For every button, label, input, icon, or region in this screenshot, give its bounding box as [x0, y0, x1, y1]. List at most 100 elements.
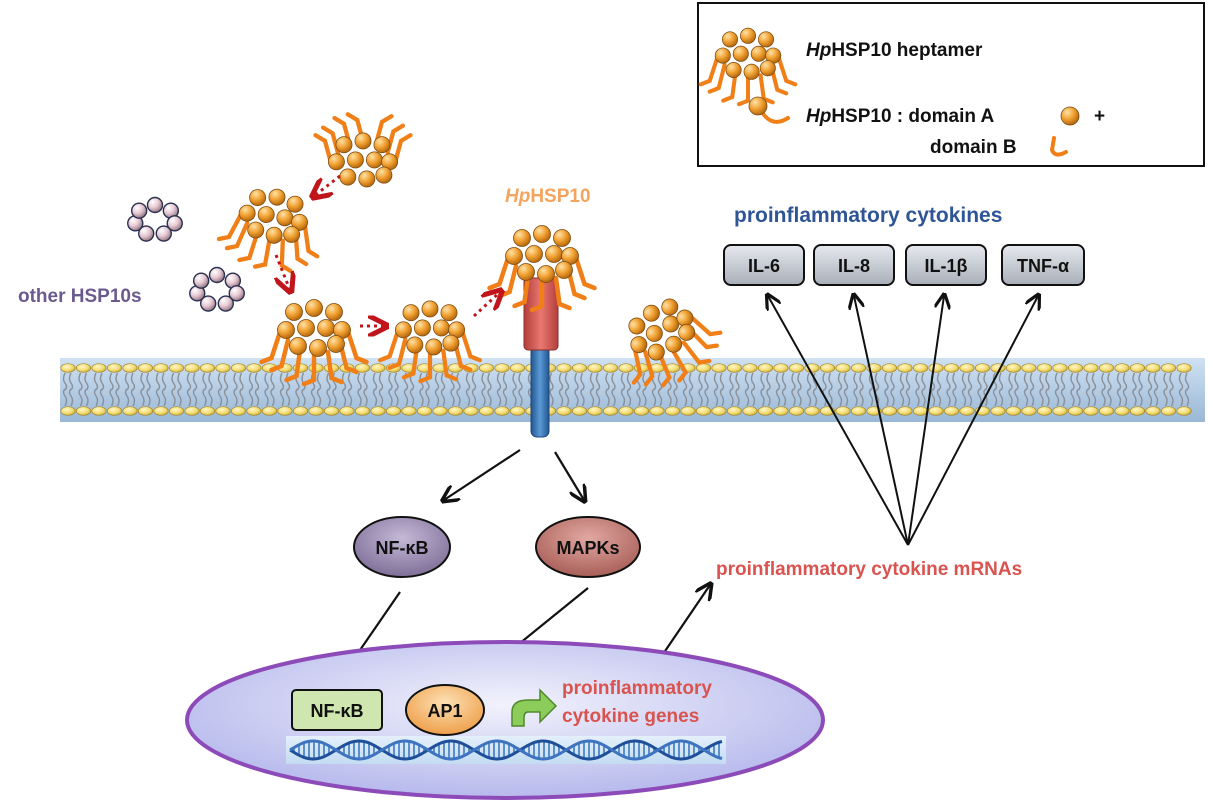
- lipid-head: [556, 406, 572, 416]
- legend-domain-a-label: HpHSP10 : domain A: [806, 106, 995, 127]
- lipid-head: [416, 406, 433, 416]
- dna-helix: [289, 739, 723, 761]
- cytokine-il8-box: IL-8: [813, 244, 895, 286]
- lipid-head: [308, 406, 324, 416]
- lipid-head: [168, 406, 185, 416]
- lipid-head: [618, 363, 634, 373]
- lipid-head: [897, 406, 913, 416]
- lipid-head: [819, 363, 836, 373]
- lipid-head: [509, 406, 526, 416]
- lipid-head: [168, 363, 185, 373]
- lipid-head: [91, 363, 107, 373]
- legend-domain-b-label: domain B: [930, 137, 1017, 158]
- lipid-head: [478, 406, 495, 416]
- lipid-head: [1005, 406, 1022, 416]
- lipid-head: [122, 406, 138, 416]
- lipid-head: [1098, 363, 1115, 373]
- lipid-head: [75, 363, 92, 373]
- lipid-head: [494, 406, 510, 416]
- legend-plus: +: [1094, 106, 1105, 127]
- lipid-head: [447, 406, 464, 416]
- lipid-head: [835, 363, 851, 373]
- lipid-head: [60, 363, 76, 373]
- lipid-head: [742, 363, 758, 373]
- lipid-head: [184, 363, 200, 373]
- lipid-head: [602, 406, 619, 416]
- nfkb-pathway-label: NF-κB: [375, 538, 428, 558]
- hphsp10-label: HpHSP10: [505, 186, 591, 207]
- lipid-head: [912, 363, 929, 373]
- lipid-head: [1052, 363, 1068, 373]
- lipid-head: [881, 363, 898, 373]
- lipid-head: [556, 363, 572, 373]
- other-hsp10s-label: other HSP10s: [18, 286, 142, 307]
- lipid-head: [1176, 406, 1192, 416]
- lipid-head: [1021, 363, 1037, 373]
- mapks-pathway-label: MAPKs: [556, 538, 619, 558]
- lipid-head: [137, 406, 154, 416]
- lipid-head: [277, 406, 293, 416]
- lipid-head: [1036, 363, 1053, 373]
- lipid-head: [339, 406, 355, 416]
- lipid-head: [478, 363, 495, 373]
- lipid-head: [1160, 406, 1177, 416]
- cytokines-title: proinflammatory cytokines: [734, 204, 1002, 227]
- lipid-head: [1145, 406, 1161, 416]
- lipid-head: [587, 363, 603, 373]
- lipid-head: [1114, 363, 1130, 373]
- hsp10-heptamers: [216, 112, 723, 388]
- lipid-head: [1114, 406, 1130, 416]
- domain-b-tail-icon: [1049, 136, 1068, 157]
- cytokine-label: TNF-α: [1017, 256, 1069, 276]
- lipid-head: [602, 363, 619, 373]
- lipid-head: [943, 406, 960, 416]
- lipid-head: [292, 406, 309, 416]
- translocation-arrows: [276, 174, 500, 326]
- cytokine-label: IL-1β: [925, 256, 968, 276]
- lipid-head: [463, 406, 479, 416]
- cytokine-il6-box: IL-6: [723, 244, 805, 286]
- lipid-head: [401, 406, 417, 416]
- lipid-head: [943, 363, 960, 373]
- cytokine-label: IL-8: [838, 256, 870, 276]
- cytokine-mrnas-label: proinflammatory cytokine mRNAs: [716, 559, 1022, 580]
- receptor: [523, 277, 559, 438]
- lipid-head: [571, 406, 588, 416]
- lipid-head: [850, 406, 867, 416]
- transcription-arrow-icon: [511, 688, 558, 727]
- lipid-head: [1098, 406, 1115, 416]
- ap1-transcription-factor: AP1: [405, 684, 485, 736]
- lipid-head: [633, 406, 650, 416]
- genes-label-line1: proinflammatory: [562, 678, 712, 699]
- ap1-tf-label: AP1: [427, 701, 462, 721]
- lipid-head: [1160, 363, 1177, 373]
- lipid-head: [881, 406, 898, 416]
- lipid-head: [726, 406, 743, 416]
- nfkb-transcription-factor: NF-κB: [291, 689, 383, 731]
- lipid-head: [959, 363, 975, 373]
- lipid-head: [1129, 363, 1146, 373]
- nucleus: NF-κB AP1 proinflammatory cytokine genes: [185, 640, 825, 800]
- lipid-head: [122, 363, 138, 373]
- lipid-head: [354, 406, 371, 416]
- lipid-head: [75, 406, 92, 416]
- lipid-head: [711, 406, 727, 416]
- lipid-head: [788, 363, 805, 373]
- legend-heptamer-icon: [698, 27, 798, 107]
- lipid-head: [91, 406, 107, 416]
- lipid-head: [1083, 363, 1099, 373]
- cytokine-il1b-box: IL-1β: [905, 244, 987, 286]
- lipid-head: [959, 406, 975, 416]
- lipid-head: [215, 363, 231, 373]
- lipid-head: [695, 406, 712, 416]
- lipid-head: [618, 406, 634, 416]
- lipid-head: [726, 363, 743, 373]
- lipid-head: [695, 363, 712, 373]
- lipid-head: [757, 406, 774, 416]
- lipid-head: [1005, 363, 1022, 373]
- lipid-head: [261, 406, 278, 416]
- lipid-head: [153, 406, 169, 416]
- lipid-head: [153, 363, 169, 373]
- lipid-head: [850, 363, 867, 373]
- lipid-head: [773, 363, 789, 373]
